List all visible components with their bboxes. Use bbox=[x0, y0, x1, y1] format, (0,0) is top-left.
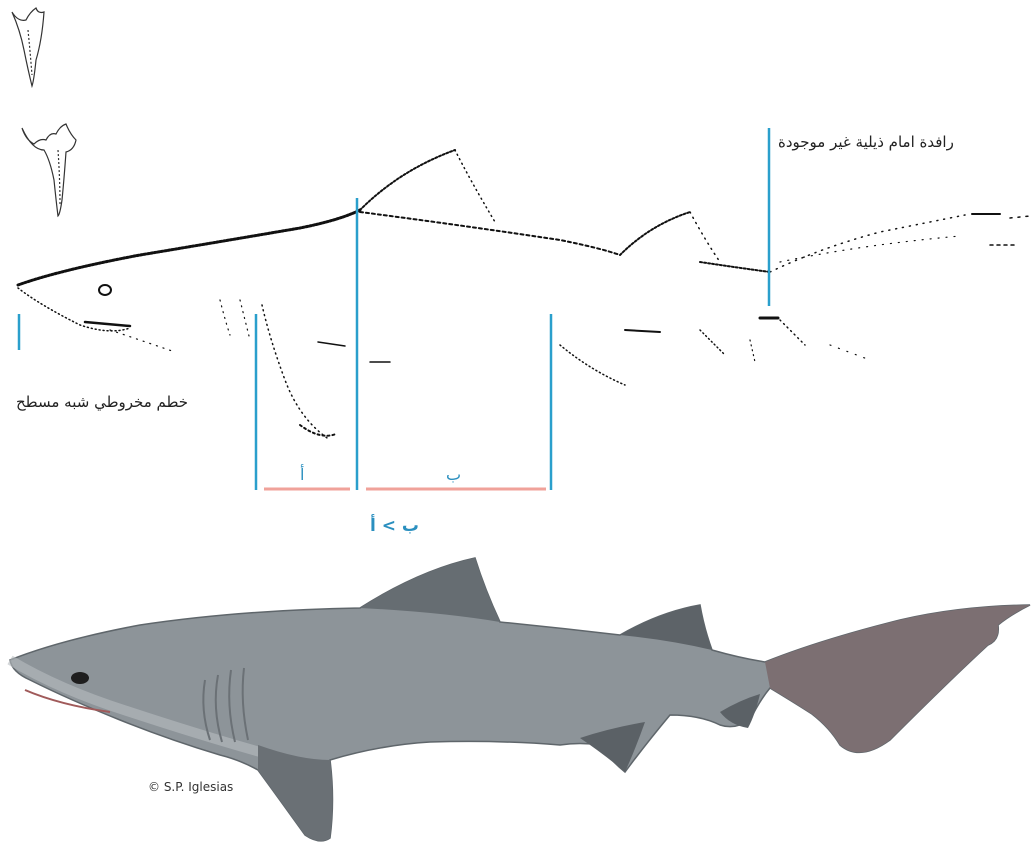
shark-eye-icon bbox=[71, 672, 89, 684]
precaudal-pit-label: رافدة امام ذيلية غير موجودة bbox=[778, 133, 954, 151]
lower-tooth-icon bbox=[22, 124, 76, 216]
photo-credit: © S.P. Iglesias bbox=[148, 780, 233, 794]
eye-icon bbox=[99, 285, 111, 295]
snout-label: خطم مخروطي شبه مسطح bbox=[16, 393, 188, 411]
segment-a-label: أ bbox=[300, 465, 304, 484]
shark-photo bbox=[10, 558, 1030, 841]
segment-b-label: ب bbox=[446, 465, 461, 484]
upper-tooth-icon bbox=[12, 8, 44, 86]
comparison-label: ب > أ bbox=[370, 516, 419, 536]
